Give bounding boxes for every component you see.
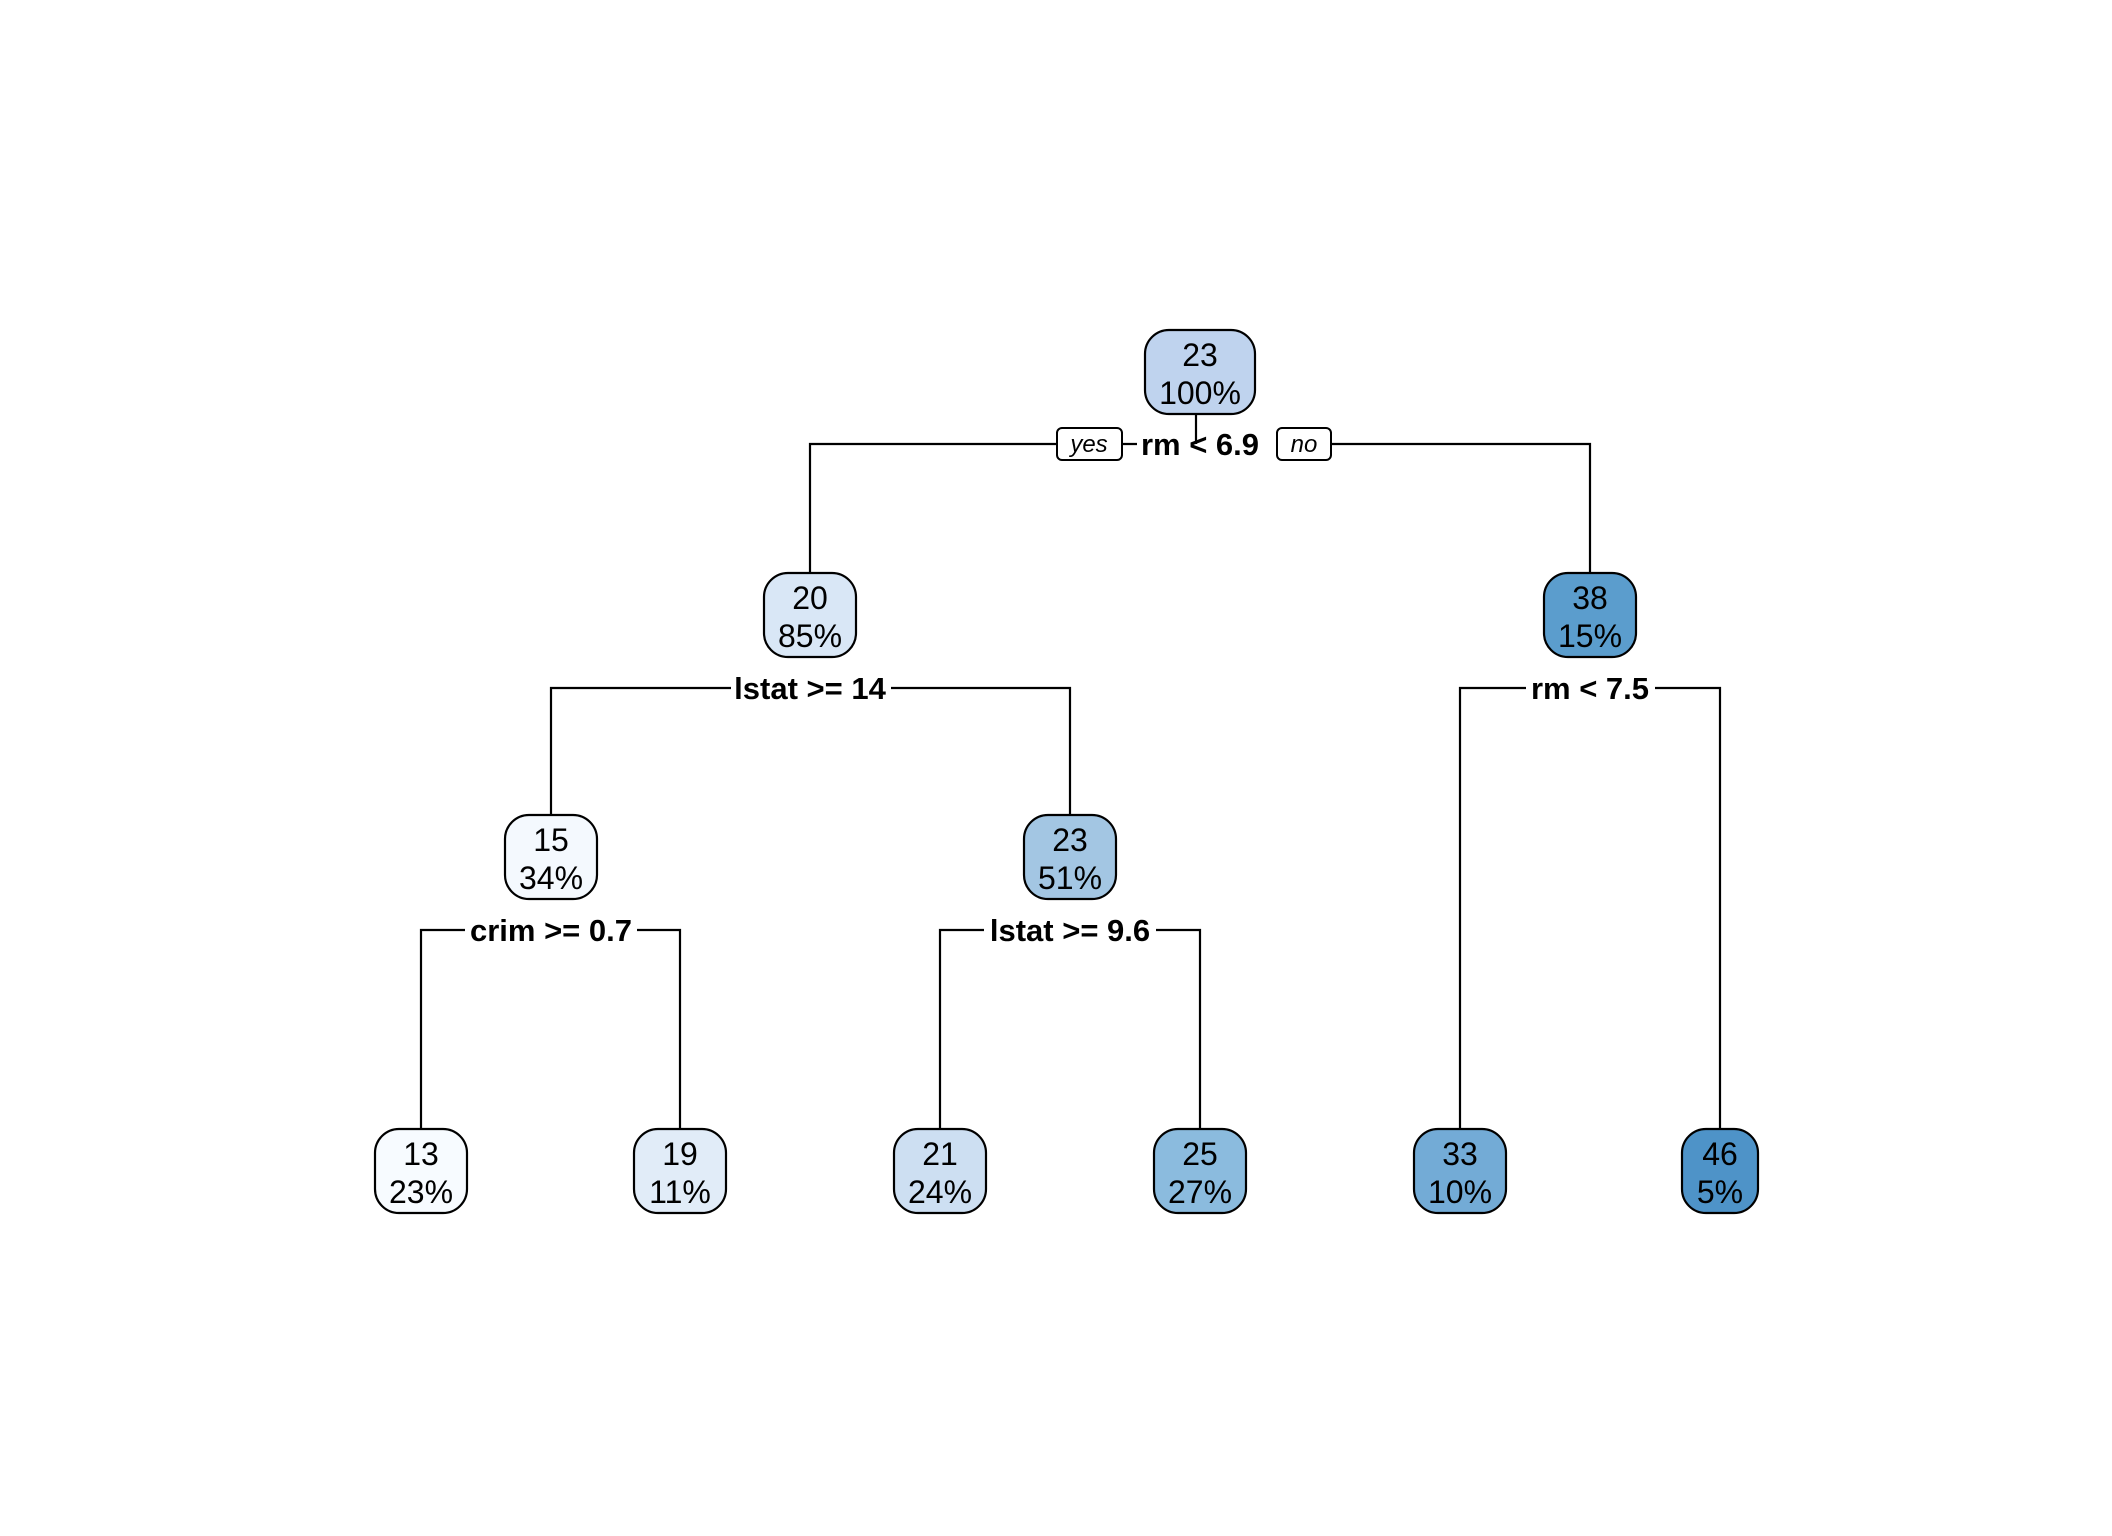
node-box-n6 <box>1412 1127 1508 1215</box>
tree-node-n8: 13 23% <box>373 1127 469 1215</box>
tree-node-n3: 38 15% <box>1542 571 1638 659</box>
edge-n3-right <box>1655 686 1722 1131</box>
node-percent-n7: 5% <box>1697 1174 1743 1210</box>
node-percent-n6: 10% <box>1428 1174 1492 1210</box>
edge-n4-left <box>419 928 465 1131</box>
tree-node-n11: 25 27% <box>1152 1127 1248 1215</box>
tree-node-n1: 23 100% <box>1143 328 1257 416</box>
node-percent-n9: 11% <box>649 1174 711 1210</box>
node-value-n4: 15 <box>533 822 569 858</box>
node-percent-n11: 27% <box>1168 1174 1232 1210</box>
node-value-n8: 13 <box>403 1136 439 1172</box>
split-label-n3: rm < 7.5 <box>1531 671 1649 706</box>
node-value-n5: 23 <box>1052 822 1088 858</box>
node-percent-n10: 24% <box>908 1174 972 1210</box>
node-value-n10: 21 <box>922 1136 958 1172</box>
branch-tag-no-label: no <box>1291 431 1318 458</box>
tree-node-n6: 33 10% <box>1412 1127 1508 1215</box>
tree-nodes: 23 100% 20 85% 38 15% 15 34% 23 51% 13 2… <box>373 328 1760 1215</box>
edge-n2-right <box>891 686 1072 817</box>
node-percent-n4: 34% <box>519 860 583 896</box>
node-box-n8 <box>373 1127 469 1215</box>
split-label-n5: lstat >= 9.6 <box>990 913 1150 948</box>
node-percent-n8: 23% <box>389 1174 453 1210</box>
split-label-n4: crim >= 0.7 <box>470 913 632 948</box>
branch-tag-yes-box <box>1056 427 1123 461</box>
node-percent-n3: 15% <box>1558 618 1622 654</box>
node-box-n4 <box>503 813 599 901</box>
node-value-n2: 20 <box>792 580 828 616</box>
edge-n3-left <box>1458 686 1526 1131</box>
edge-n1-left <box>808 442 1137 575</box>
node-value-n11: 25 <box>1182 1136 1218 1172</box>
edge-n4-right <box>637 928 682 1131</box>
node-box-n5 <box>1022 813 1118 901</box>
edge-n5-left <box>938 928 984 1131</box>
node-box-n9 <box>632 1127 728 1215</box>
branch-tag-yes: yes <box>1056 427 1123 461</box>
node-percent-n2: 85% <box>778 618 842 654</box>
node-box-n10 <box>892 1127 988 1215</box>
edge-n1-right <box>1328 442 1592 575</box>
node-box-n11 <box>1152 1127 1248 1215</box>
tree-node-n7: 46 5% <box>1680 1127 1760 1215</box>
node-value-n9: 19 <box>662 1136 698 1172</box>
node-value-n1: 23 <box>1182 337 1218 373</box>
split-label-n2: lstat >= 14 <box>734 671 886 706</box>
tree-node-n4: 15 34% <box>503 813 599 901</box>
node-percent-n5: 51% <box>1038 860 1102 896</box>
split-label-n1: rm < 6.9 <box>1141 427 1259 462</box>
edge-n5-right <box>1156 928 1202 1131</box>
branch-tag-no: no <box>1276 427 1332 461</box>
split-labels: rm < 6.9 lstat >= 14 rm < 7.5 crim >= 0.… <box>470 427 1649 948</box>
tree-node-n10: 21 24% <box>892 1127 988 1215</box>
tree-node-n9: 19 11% <box>632 1127 728 1215</box>
tree-node-n5: 23 51% <box>1022 813 1118 901</box>
branch-tag-no-box <box>1276 427 1332 461</box>
node-box-n2 <box>762 571 858 659</box>
edge-n2-left <box>549 686 731 817</box>
tree-edges <box>419 404 1722 1131</box>
node-box-n1 <box>1143 328 1257 416</box>
node-percent-n1: 100% <box>1159 375 1241 411</box>
node-value-n3: 38 <box>1572 580 1608 616</box>
node-box-n3 <box>1542 571 1638 659</box>
node-value-n7: 46 <box>1702 1136 1738 1172</box>
branch-tag-yes-label: yes <box>1068 431 1107 458</box>
node-box-n7 <box>1680 1127 1760 1215</box>
node-value-n6: 33 <box>1442 1136 1478 1172</box>
tree-node-n2: 20 85% <box>762 571 858 659</box>
